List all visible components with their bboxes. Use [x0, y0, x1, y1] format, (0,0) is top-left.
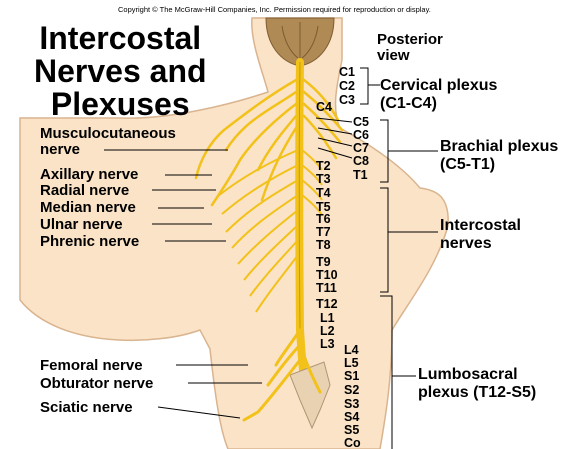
segment-c8: C8	[353, 155, 369, 168]
segment-t1: T1	[353, 169, 368, 182]
view-label: Posterior view	[377, 32, 443, 64]
segment-s3: S3	[344, 398, 359, 411]
segment-t9: T9	[316, 256, 331, 269]
segment-t8: T8	[316, 239, 331, 252]
segment-l5: L5	[344, 357, 359, 370]
label-intercostal-nerves: Intercostal nerves	[440, 217, 521, 253]
label-musculocutaneous-line-2: nerve	[40, 142, 176, 158]
label-musculocutaneous: Musculocutaneous nerve	[40, 126, 176, 158]
segment-t12: T12	[316, 298, 338, 311]
segment-s2: S2	[344, 384, 359, 397]
title-line-3: Plexuses	[34, 88, 207, 121]
title-line-1: Intercostal	[34, 22, 207, 55]
segment-l4: L4	[344, 344, 359, 357]
label-lumbosacral-line-1: Lumbosacral	[418, 366, 536, 384]
segment-c3: C3	[339, 94, 355, 107]
segment-t2: T2	[316, 160, 331, 173]
segment-c2: C2	[339, 80, 355, 93]
segment-t3: T3	[316, 173, 331, 186]
segment-s1: S1	[344, 370, 359, 383]
label-phrenic: Phrenic nerve	[40, 234, 139, 249]
segment-t6: T6	[316, 213, 331, 226]
label-brachial-plexus-line-1: Brachial plexus	[440, 138, 558, 156]
segment-s4: S4	[344, 411, 359, 424]
view-line-1: Posterior	[377, 32, 443, 48]
label-intercostal-line-2: nerves	[440, 235, 521, 253]
label-axillary: Axillary nerve	[40, 167, 138, 182]
view-line-2: view	[377, 48, 443, 64]
segment-t4: T4	[316, 187, 331, 200]
segment-l1: L1	[320, 312, 335, 325]
segment-co: Co	[344, 437, 361, 449]
segment-c4: C4	[316, 101, 332, 114]
page-title: Intercostal Nerves and Plexuses	[34, 22, 207, 121]
label-lumbosacral-line-2: plexus (T12-S5)	[418, 384, 536, 402]
copyright-notice: Copyright © The McGraw-Hill Companies, I…	[118, 6, 431, 14]
label-brachial-plexus: Brachial plexus (C5-T1)	[440, 138, 558, 174]
segment-t11: T11	[316, 282, 337, 295]
label-radial: Radial nerve	[40, 183, 129, 198]
segment-c5: C5	[353, 116, 369, 129]
segment-t10: T10	[316, 269, 338, 282]
segment-c7: C7	[353, 142, 369, 155]
segment-t7: T7	[316, 226, 331, 239]
label-obturator: Obturator nerve	[40, 376, 153, 391]
segment-l2: L2	[320, 325, 335, 338]
label-musculocutaneous-line-1: Musculocutaneous	[40, 126, 176, 142]
label-median: Median nerve	[40, 200, 136, 215]
label-lumbosacral-plexus: Lumbosacral plexus (T12-S5)	[418, 366, 536, 402]
label-cervical-plexus-line-1: Cervical plexus	[380, 77, 497, 95]
segment-c6: C6	[353, 129, 369, 142]
label-ulnar: Ulnar nerve	[40, 217, 123, 232]
label-sciatic: Sciatic nerve	[40, 400, 133, 415]
segment-c1: C1	[339, 66, 355, 79]
segment-s5: S5	[344, 424, 359, 437]
label-cervical-plexus: Cervical plexus (C1-C4)	[380, 77, 497, 113]
segment-l3: L3	[320, 338, 335, 351]
label-femoral: Femoral nerve	[40, 358, 143, 373]
label-intercostal-line-1: Intercostal	[440, 217, 521, 235]
label-brachial-plexus-line-2: (C5-T1)	[440, 156, 558, 174]
title-line-2: Nerves and	[34, 55, 207, 88]
label-cervical-plexus-line-2: (C1-C4)	[380, 95, 497, 113]
